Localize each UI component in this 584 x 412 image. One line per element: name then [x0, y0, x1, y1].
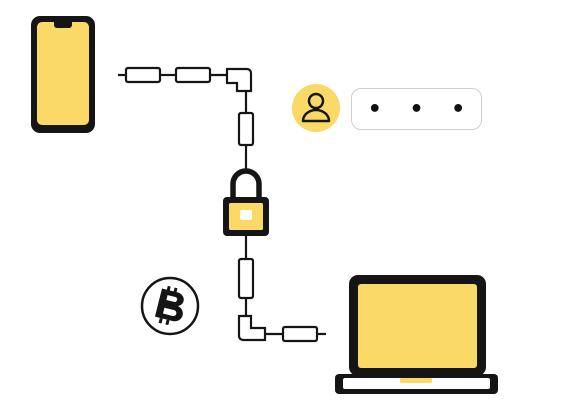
laptop-icon	[335, 275, 498, 394]
bitcoin-icon	[140, 276, 200, 336]
chain-link-icon	[118, 66, 255, 169]
password-field[interactable]: • • •	[351, 88, 482, 130]
user-icon	[292, 84, 340, 132]
smartphone-icon	[31, 16, 95, 133]
chain-link-icon	[237, 236, 326, 343]
padlock-icon	[223, 168, 269, 236]
